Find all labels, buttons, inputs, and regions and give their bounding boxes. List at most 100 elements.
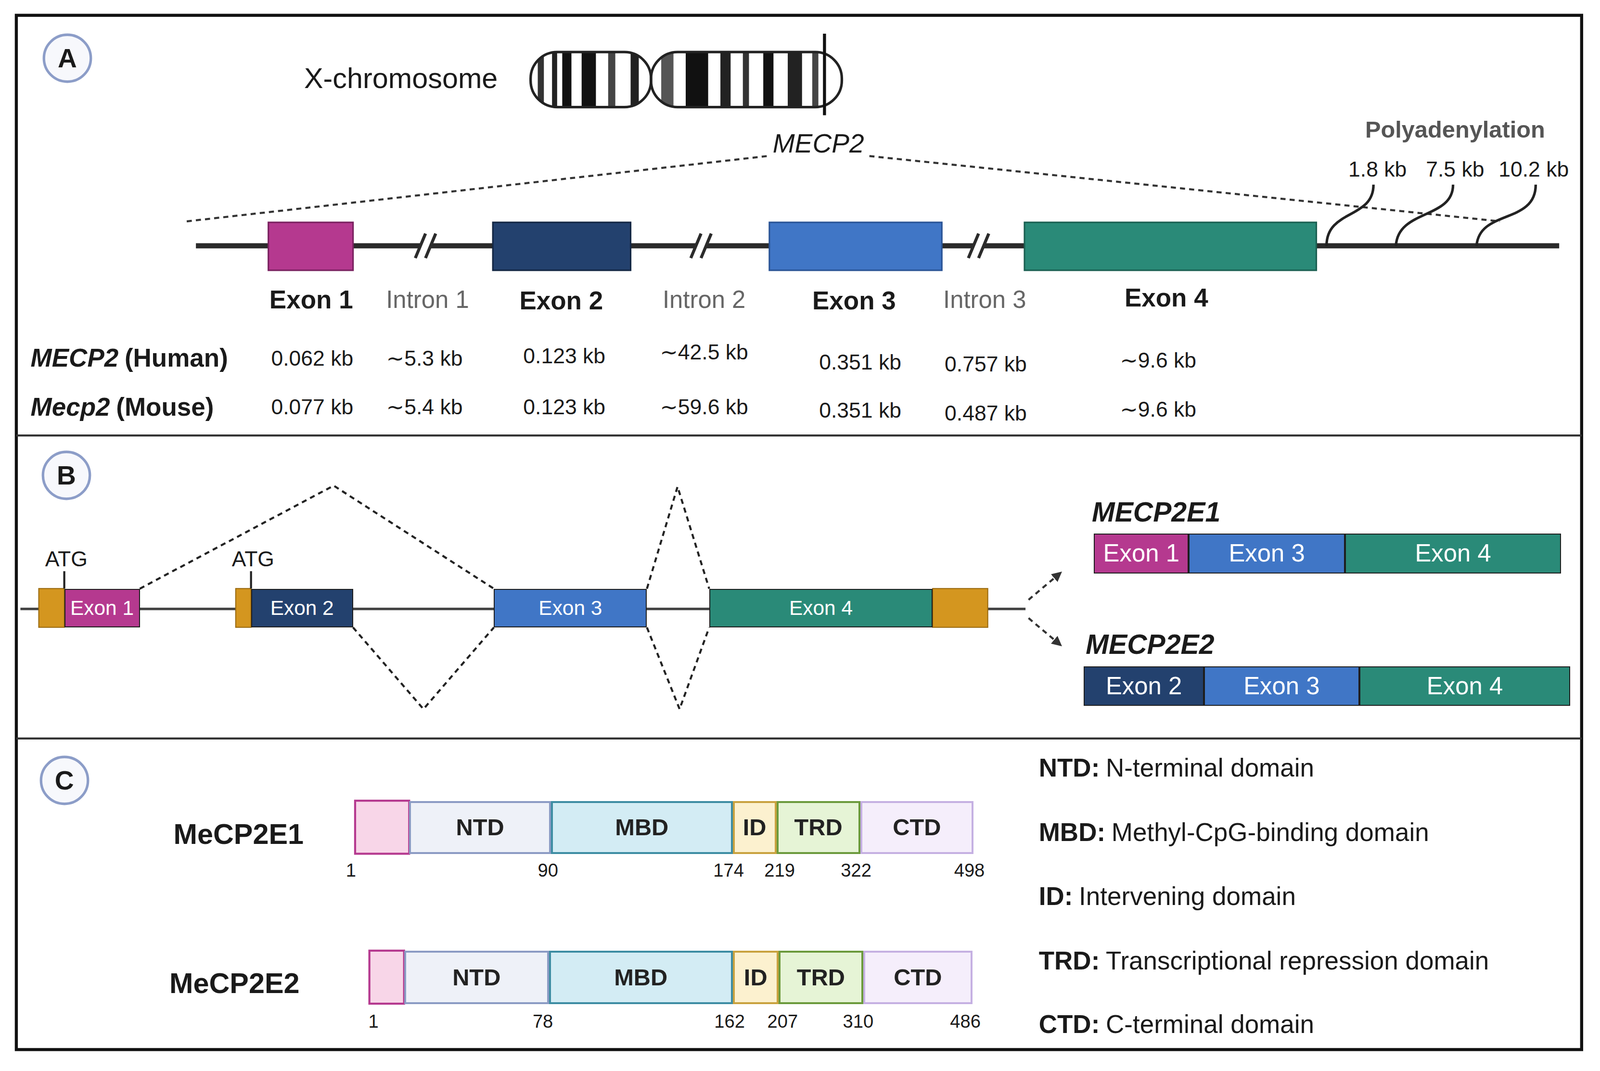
splice-line <box>646 627 709 710</box>
exon-name: Exon 4 <box>789 597 853 620</box>
panel-letter: B <box>56 460 77 491</box>
start-tick <box>250 571 253 589</box>
transcript-arrow <box>1028 618 1062 646</box>
species-name: (Mouse) <box>115 392 214 423</box>
intron-label: Intron 3 <box>943 285 1027 315</box>
key-meaning: Intervening domain <box>1078 882 1296 912</box>
key-abbreviation: NTD: <box>1038 753 1101 783</box>
domain-name: CTD <box>892 814 941 841</box>
domain-name: TRD <box>796 964 845 991</box>
transcript-exon: Exon 3 <box>1203 666 1359 707</box>
exon-name: Exon 4 <box>1414 539 1491 567</box>
panel-divider <box>16 434 1582 437</box>
chromosome-arm <box>530 51 652 107</box>
start-codon: ATG <box>45 546 88 572</box>
domain-name: MBD <box>614 964 668 991</box>
residue-number: 90 <box>537 859 559 882</box>
size-value: ∼5.3 kb <box>386 345 463 371</box>
splice-line <box>353 627 495 710</box>
transcript-exon: Exon 4 <box>1359 666 1571 707</box>
size-value: 0.123 kb <box>523 394 606 420</box>
chromosome-arm <box>651 51 843 107</box>
line-break <box>691 233 702 258</box>
chromosome-band <box>581 45 597 114</box>
chromosome-band <box>720 45 731 114</box>
intron-label: Intron 1 <box>385 285 470 315</box>
panel-divider <box>16 737 1582 740</box>
line-break <box>415 233 436 258</box>
chromosome-band <box>787 45 803 114</box>
polya-leader <box>1326 184 1374 246</box>
exon2-region <box>369 950 405 1004</box>
utr-block <box>932 588 988 628</box>
domain-box: TRD <box>776 801 861 855</box>
exon-name: Exon 3 <box>1228 539 1305 567</box>
size-value: ∼59.6 kb <box>660 394 749 420</box>
domain-name: MBD <box>614 814 669 841</box>
exon-name: Exon 2 <box>270 597 334 620</box>
residue-number: 322 <box>840 859 872 882</box>
splice-line <box>646 486 709 589</box>
domain-box: CTD <box>863 950 973 1004</box>
residue-number: 1 <box>368 1011 379 1033</box>
size-value: 0.077 kb <box>270 394 354 420</box>
exon-box: Exon 1 <box>64 588 141 628</box>
domain-box: NTD <box>404 950 550 1004</box>
locus-marker <box>822 33 826 116</box>
transcript-name: MECP2E2 <box>1085 628 1215 661</box>
species-gene: MECP2 <box>30 343 119 373</box>
size-value: 0.487 kb <box>944 400 1027 426</box>
start-tick <box>63 571 65 589</box>
zoom-line <box>869 155 1500 222</box>
exon-block <box>769 222 942 271</box>
intron-label: Intron 2 <box>662 285 746 315</box>
utr-block <box>38 588 65 628</box>
chromosome-label: X-chromosome <box>304 62 498 95</box>
length-label: 7.5 kb <box>1425 156 1485 182</box>
domain-name: CTD <box>893 964 942 991</box>
utr-block <box>235 588 252 628</box>
size-value: ∼9.6 kb <box>1120 347 1197 373</box>
species-gene: Mecp2 <box>30 392 111 423</box>
domain-box: CTD <box>860 801 974 855</box>
size-value: 0.123 kb <box>523 343 606 369</box>
size-value: ∼5.4 kb <box>386 394 463 420</box>
chromosome-band <box>763 45 774 114</box>
domain-box: NTD <box>409 801 551 855</box>
chromosome-band <box>551 45 558 114</box>
domain-name: ID <box>743 964 768 991</box>
residue-number: 486 <box>949 1011 981 1033</box>
line-break <box>968 233 979 258</box>
residue-number: 498 <box>954 859 986 882</box>
circle-shape <box>43 34 91 82</box>
key-abbreviation: MBD: <box>1038 818 1106 848</box>
key-abbreviation: ID: <box>1038 882 1074 912</box>
size-value: 0.757 kb <box>944 351 1027 377</box>
domain-box: MBD <box>550 801 733 855</box>
exon-block <box>268 222 354 271</box>
domain-name: NTD <box>452 964 501 991</box>
exon-label: Exon 4 <box>1124 283 1209 313</box>
exon-label: Exon 2 <box>519 286 603 316</box>
transcript-exon: Exon 1 <box>1093 533 1189 574</box>
length-label: 10.2 kb <box>1498 156 1569 182</box>
size-value: 0.351 kb <box>819 397 902 423</box>
zoom-line <box>186 155 768 222</box>
chromosome-band <box>812 45 819 114</box>
isoform-name: MeCP2E2 <box>169 967 300 1000</box>
exon-name: Exon 1 <box>1103 539 1180 567</box>
gene-name: MECP2 <box>772 128 865 159</box>
transcript-exon: Exon 4 <box>1344 533 1562 574</box>
exon-name: Exon 1 <box>70 597 134 620</box>
residue-number: 1 <box>345 859 357 882</box>
chromosome-fill <box>525 45 847 114</box>
domain-box: MBD <box>549 950 733 1004</box>
key-meaning: Methyl-CpG-binding domain <box>1111 818 1430 848</box>
species-name: (Human) <box>124 343 229 373</box>
exon-block <box>1024 222 1317 271</box>
transcript-exon: Exon 2 <box>1083 666 1204 707</box>
panel-circle: A <box>41 32 93 84</box>
panel-circle: B <box>40 449 92 501</box>
polya-leader <box>1476 184 1536 246</box>
